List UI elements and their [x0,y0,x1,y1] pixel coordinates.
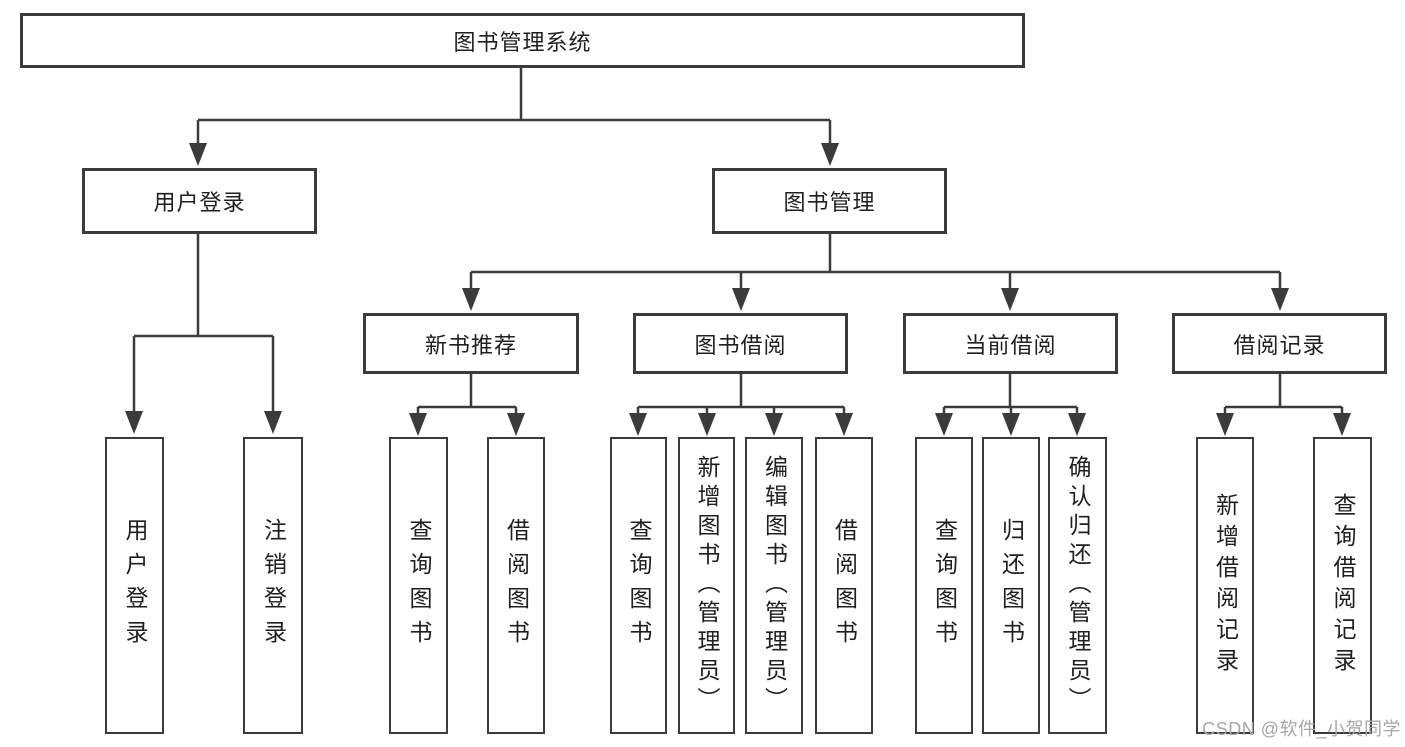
node-logout: 注销登录 [243,437,303,734]
node-borrow-books: 借阅图书 [815,437,873,734]
node-add-books-admin: 新增图书（管理员） [678,437,735,734]
node-label: 图书借阅 [694,332,787,358]
node-label: 图书管理系统 [453,29,592,55]
node-label: 查询借阅记录 [1330,492,1356,679]
node-label: 用户登录 [122,517,148,654]
node-user-login: 用户登录 [82,168,317,234]
node-add-borrow-record: 新增借阅记录 [1196,437,1254,734]
node-label: 归还图书 [998,517,1025,654]
node-label: 借阅记录 [1233,332,1326,358]
node-label: 借阅图书 [503,517,530,654]
node-library-management-system: 图书管理系统 [20,13,1025,68]
node-label: 用户登录 [153,190,246,215]
node-label: 查询图书 [626,517,652,654]
node-query-books-current: 查询图书 [915,437,973,734]
node-query-books-recommend: 查询图书 [389,437,448,734]
node-label: 查询图书 [406,517,432,654]
node-label: 新书推荐 [424,332,517,358]
node-label: 当前借阅 [964,332,1057,358]
arrowheads [125,143,1351,436]
node-user-login-leaf: 用户登录 [105,437,164,734]
node-label: 新增借阅记录 [1212,492,1239,679]
node-label: 新增图书（管理员） [694,455,720,716]
node-query-borrow-record: 查询借阅记录 [1313,437,1372,734]
node-new-book-recommend: 新书推荐 [363,313,579,374]
node-current-borrow: 当前借阅 [903,313,1118,374]
node-borrow-books-recommend: 借阅图书 [487,437,545,734]
node-confirm-return-admin: 确认归还（管理员） [1048,437,1107,734]
node-label: 注销登录 [260,517,287,654]
node-query-books-borrow: 查询图书 [610,437,667,734]
node-borrow-records: 借阅记录 [1172,313,1387,374]
node-label: 图书管理 [783,190,876,215]
csdn-watermark: CSDN @软件_小贺同学 [1202,719,1401,739]
node-label: 查询图书 [931,517,958,654]
node-return-books: 归还图书 [982,437,1040,734]
node-book-borrow: 图书借阅 [633,313,848,374]
node-edit-books-admin: 编辑图书（管理员） [745,437,803,734]
node-label: 确认归还（管理员） [1065,455,1091,716]
node-label: 借阅图书 [831,517,858,654]
node-label: 编辑图书（管理员） [761,455,788,716]
node-book-management: 图书管理 [712,168,947,234]
